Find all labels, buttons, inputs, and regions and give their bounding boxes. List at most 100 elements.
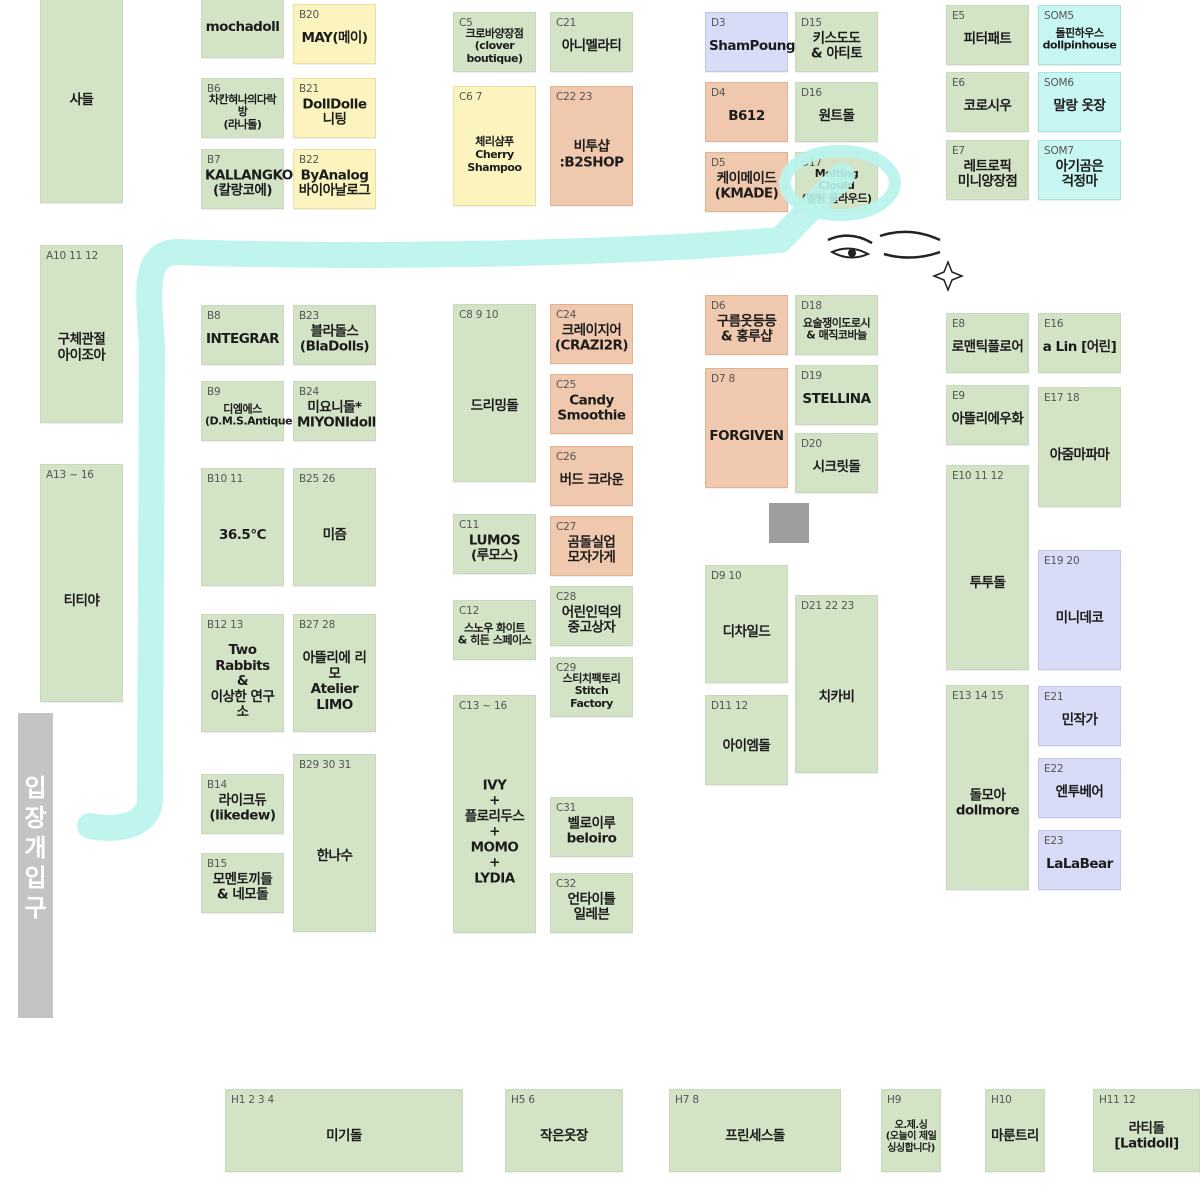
booth-e8: E8 로맨틱플로어 [946,313,1029,373]
booth-name: DollDolle니팅 [302,96,367,128]
booth-name: 시크릿돌 [812,458,861,475]
booth-code: D18 [801,300,822,312]
booth-code: E22 [1044,763,1064,775]
booth-name: 라티돌 [Latidoll] [1114,1120,1179,1152]
booth-code: B10 11 [207,473,244,485]
booth-name: 미기돌 [326,1128,362,1145]
booth-name: KALLANGKOE (칼랑코에) [205,167,302,199]
booth-name: 아이엠돌 [722,738,771,755]
booth-name: 엔투베어 [1055,783,1104,800]
booth-name: 미즘 [322,527,347,544]
booth-code: C31 [556,802,577,814]
booth-name: B612 [728,107,765,124]
booth-name: 라이크듀 (likedew) [209,792,276,824]
booth-code: C27 [556,521,577,533]
booth-code: D20 [801,438,822,450]
booth-code: D11 12 [711,700,748,712]
booth-code: C12 [459,605,480,617]
entrance-label: 입 장 개 입 구 [24,774,47,922]
booth-code: E7 [952,145,965,157]
booth-name: 로맨틱플로어 [951,338,1024,355]
booth-e22: E22 엔투베어 [1038,758,1121,818]
booth-code: B21 [299,83,319,95]
booth-code: C22 23 [556,91,593,103]
booth-code: SOM6 [1044,77,1074,89]
booth-name: ByAnalog 바이아날로그 [298,167,371,199]
booth-code: E8 [952,318,965,330]
booth-code: SOM7 [1044,145,1074,157]
booth-code: B15 [207,858,227,870]
booth-name: FORGIVEN [709,428,784,445]
booth-code: E19 20 [1044,555,1080,567]
booth-name: 벨로이루 beloiro [566,815,617,847]
booth-code: D3 [711,17,726,29]
booth-e5: E5 피터패트 [946,5,1029,65]
booth-d11: D11 12 아이엠돌 [705,695,788,785]
entrance-marker: 입 장 개 입 구 [18,713,53,1018]
booth-name: 아니멜라티 [561,37,622,54]
booth-name: 아뜰리에 리모 Atelier LIMO [302,650,367,713]
booth-code: C25 [556,379,577,391]
booth-code: B8 [207,310,221,322]
booth-name: 크로바양장점 (clover boutique) [465,26,524,65]
booth-code: H10 [991,1094,1012,1106]
booth-code: B20 [299,9,319,21]
booth-code: D4 [711,87,726,99]
booth-code: D5 [711,157,726,169]
booth-name: 스티치팩토리 Stitch Factory [562,671,621,710]
booth-name: 스노우 화이트 & 히든 스페이스 [457,620,532,647]
booth-name: mochadoll [205,19,280,36]
pillar-marker [769,503,809,543]
booth-name: 디엠에스 (D.M.S.Antique) [205,401,297,428]
booth-name: 드리밍돌 [470,398,519,415]
booth-name: INTEGRAR [205,330,280,347]
booth-code: A13 ~ 16 [46,469,94,481]
booth-code: H1 2 3 4 [231,1094,275,1106]
booth-code: B9 [207,386,221,398]
booth-name: 크레이지어 (CRAZI2R) [554,322,629,354]
booth-code: E16 [1044,318,1064,330]
eyes-doodle-icon [818,222,968,293]
booth-name: 아기곰은 걱정마 [1055,158,1104,190]
booth-code: E5 [952,10,965,22]
booth-name: 사들 [69,91,94,108]
booth-code: B22 [299,154,319,166]
booth-h1: H1 2 3 4 미기돌 [225,1089,463,1172]
booth-code: D19 [801,370,822,382]
booth-name: STELLINA [802,390,871,407]
booth-name: 돌핀하우스 dollpinhouse [1042,25,1117,52]
booth-code: C24 [556,309,577,321]
booth-name: 피터패트 [963,30,1012,47]
booth-code: B12 13 [207,619,244,631]
booth-name: 말랑 옷장 [1053,97,1106,114]
booth-code: C11 [459,519,480,531]
booth-name: 아뜰리에우화 [951,410,1024,427]
booth-code: H5 6 [511,1094,535,1106]
booth-code: B29 30 31 [299,759,352,771]
booth-code: D16 [801,87,822,99]
booth-code: H7 8 [675,1094,699,1106]
